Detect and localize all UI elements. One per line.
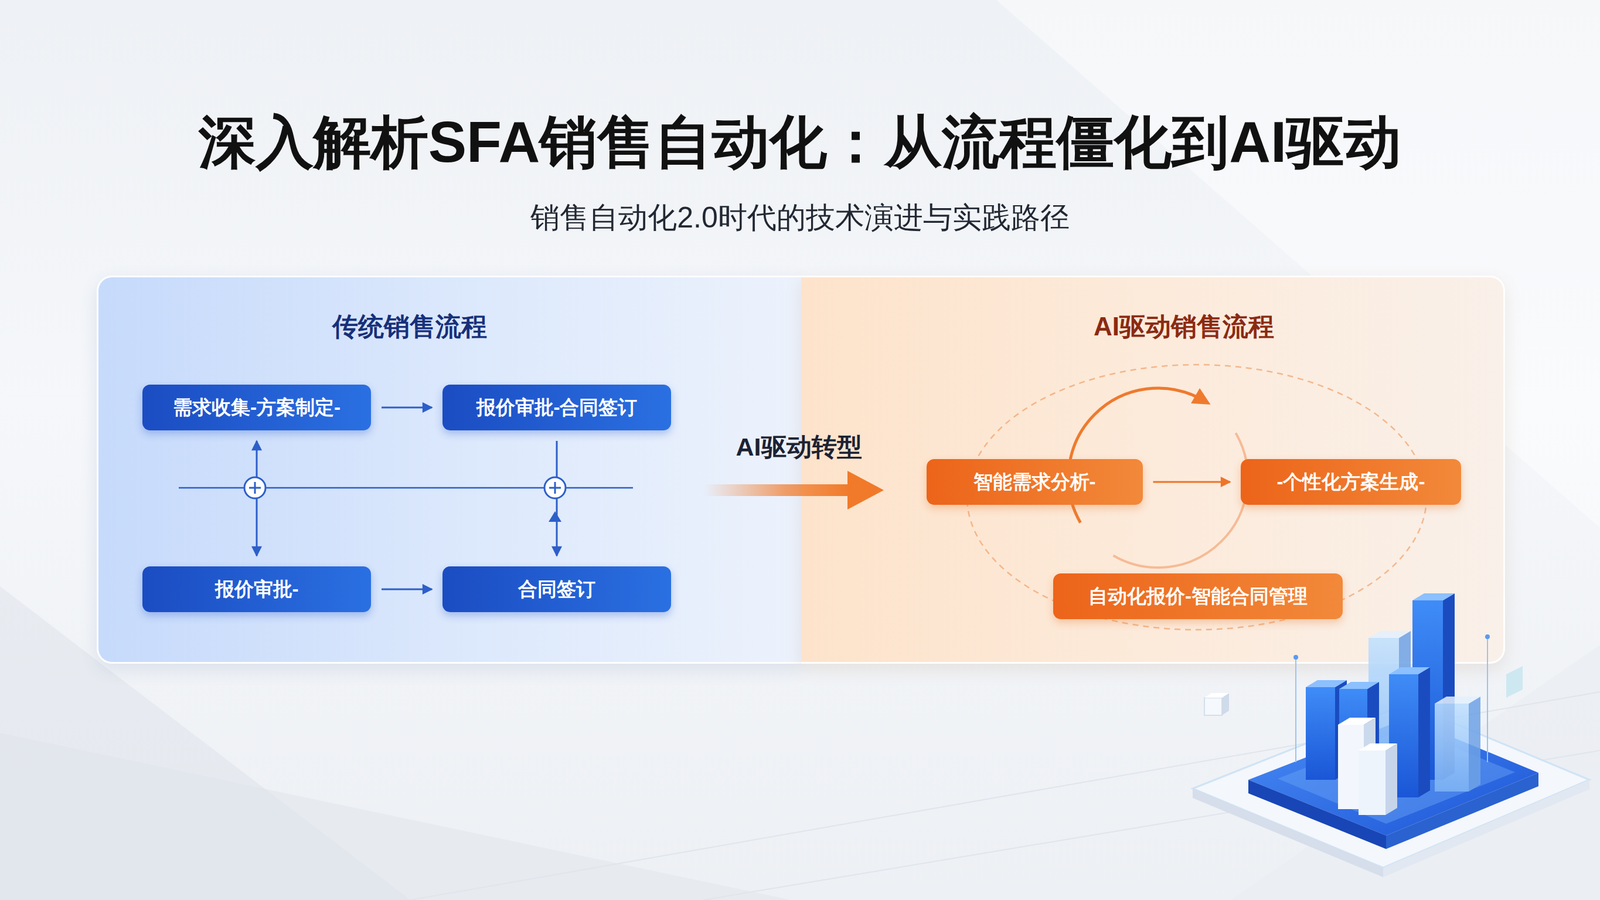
arrow-head — [548, 511, 562, 522]
title-wrap: 深入解析SFA销售自动化：从流程僵化到AI驱动 — [198, 104, 1402, 182]
title: 深入解析SFA销售自动化：从流程僵化到AI驱动 — [198, 104, 1402, 182]
bar-chart-illustration — [1192, 593, 1590, 877]
junction-symbol — [244, 477, 266, 499]
panel-heading: AI驱动销售流程 — [1093, 309, 1275, 345]
process-box: 智能需求分析- — [926, 458, 1143, 505]
label-wrap: AI驱动转型 — [736, 430, 863, 465]
process-box: 自动化报价-智能合同管理 — [1053, 573, 1343, 619]
process-box: 报价审批- — [142, 566, 371, 612]
cycle-arc — [1113, 433, 1248, 568]
process-box: 合同签订 — [442, 566, 672, 612]
flow-arrow — [381, 406, 432, 409]
label-wrap: 销售自动化2.0时代的技术演进与实践路径 — [530, 198, 1070, 238]
cycle-ring — [967, 364, 1427, 630]
box-label: 自动化报价-智能合同管理 — [1088, 583, 1308, 610]
junction-symbol — [544, 477, 566, 499]
process-panel: 传统销售流程需求收集-方案制定-报价审批-合同签订报价审批-合同签订 — [96, 275, 802, 664]
cycle-arrow — [1068, 387, 1203, 523]
box-label: 报价审批-合同签订 — [476, 394, 638, 421]
flow-arrow — [381, 588, 432, 591]
transform-arrow — [703, 470, 884, 510]
process-box: -个性化方案生成- — [1240, 458, 1462, 505]
subtitle: 销售自动化2.0时代的技术演进与实践路径 — [530, 198, 1070, 238]
box-label: 合同签订 — [518, 576, 596, 603]
box-label: 智能需求分析- — [973, 468, 1096, 496]
process-box: 需求收集-方案制定- — [142, 384, 371, 431]
process-panel: AI驱动销售流程智能需求分析- -个性化方案生成- 自动化报价-智能合同管理 — [801, 275, 1506, 664]
process-box: 报价审批-合同签订 — [442, 384, 672, 431]
transition-label: AI驱动转型 — [736, 430, 863, 465]
flow-arrow — [1153, 481, 1231, 483]
box-label: 报价审批- — [215, 576, 299, 603]
box-label: 需求收集-方案制定- — [172, 394, 341, 421]
box-label: -个性化方案生成- — [1277, 468, 1426, 496]
panel-heading: 传统销售流程 — [332, 309, 488, 345]
